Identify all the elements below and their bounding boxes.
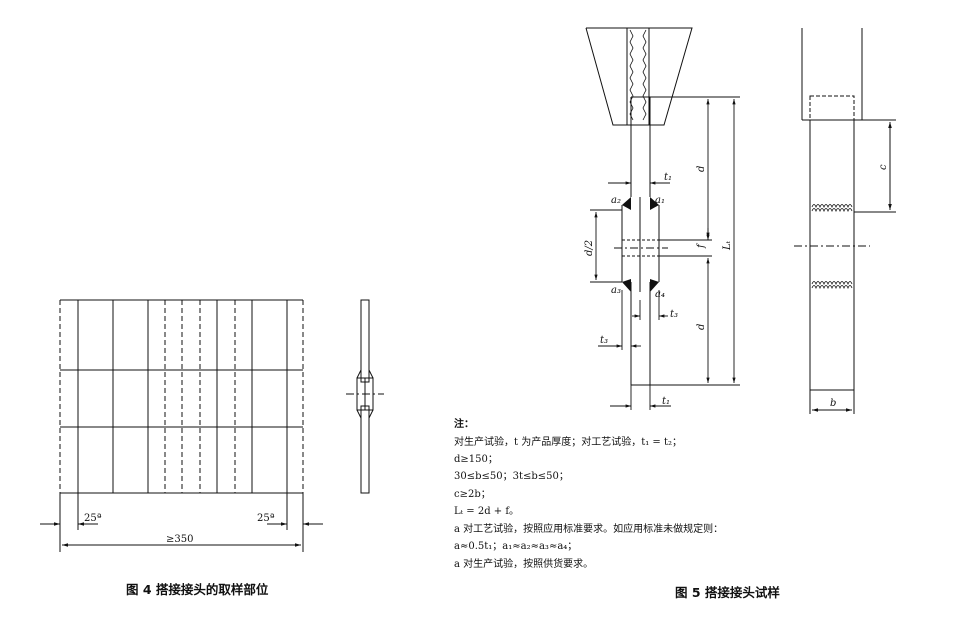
label-f: f: [696, 242, 707, 249]
label-d-lower: d: [696, 324, 707, 330]
note-line-2: d≥150；: [454, 454, 498, 465]
fig4-caption: 图 4 搭接接头的取样部位: [126, 582, 269, 597]
label-d-half: d/2: [584, 240, 595, 256]
fig4-sampling-plate: [40, 299, 323, 552]
fig5-front-view: [585, 27, 693, 386]
label-c: c: [878, 164, 889, 170]
fig4-dim-350: ≥350: [166, 534, 193, 545]
fig5-welds: [622, 197, 659, 292]
label-t3-left: t₃: [600, 335, 608, 346]
label-a1: a₁: [655, 195, 665, 206]
label-t1-top: t₁: [664, 172, 672, 183]
label-a2: a₂: [611, 195, 621, 206]
note-line-1: 对生产试验，t 为产品厚度；对工艺试验，t₁ = t₂；: [454, 437, 682, 448]
fig5-caption: 图 5 搭接接头试样: [675, 585, 780, 600]
note-line-6: a 对工艺试验，按照应用标准要求。如应用标准未做规定则：: [454, 524, 724, 535]
fig4-side-view: [346, 299, 384, 494]
label-lt: Lₜ: [722, 240, 733, 251]
label-a3: a₃: [611, 285, 621, 296]
label-a4: a₄: [655, 289, 665, 300]
note-line-8: a 对生产试验，按照供货要求。: [454, 559, 594, 570]
fig5-side-view: [794, 28, 896, 414]
fig4-dim-25-right: 25ª: [257, 513, 275, 524]
notes-title: 注：: [454, 419, 474, 430]
label-d-upper: d: [696, 166, 707, 172]
fig5-dimensions: [590, 96, 740, 410]
note-line-7: a≈0.5t₁；a₁≈a₂≈a₃≈a₄；: [454, 541, 578, 552]
label-t1-bottom: t₁: [662, 396, 670, 407]
fig5-side-weld-beads: [811, 204, 853, 290]
note-line-3: 30≤b≤50；3t≤b≤50；: [454, 471, 569, 482]
fig4-dim-25-left: 25ª: [84, 513, 102, 524]
label-t3-right: t₃: [670, 309, 678, 320]
note-line-4: c≥2b；: [454, 489, 491, 500]
label-b: b: [830, 398, 836, 409]
note-line-5: Lₜ = 2d + f。: [454, 506, 520, 517]
